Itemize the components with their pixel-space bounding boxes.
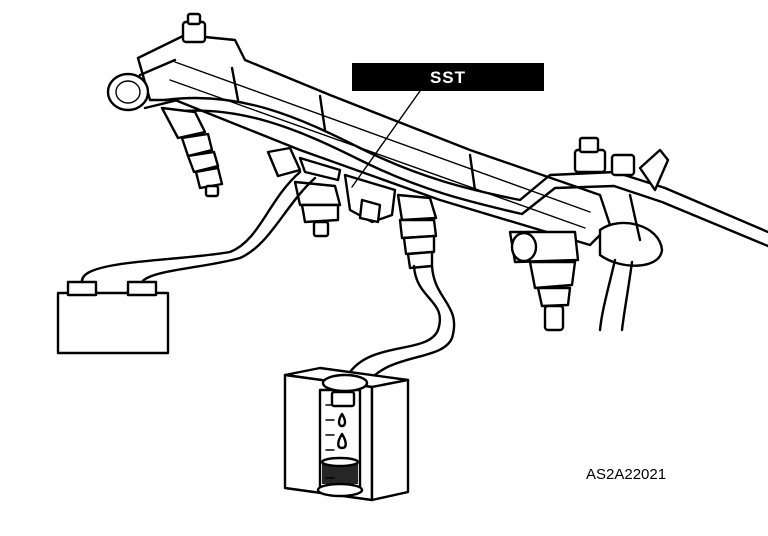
sst-callout: SST [351, 63, 544, 188]
rail-end-cap [106, 58, 180, 112]
sst-label-box [352, 63, 544, 91]
pressure-regulator [573, 136, 670, 267]
sst-label: SST [430, 68, 466, 87]
battery [56, 280, 170, 355]
mounting-bolt [181, 12, 207, 44]
figure-code: AS2A22021 [586, 466, 666, 483]
fuel-hose [346, 264, 456, 387]
hose-clamp [321, 373, 369, 408]
fuel-injector-1 [160, 106, 224, 198]
vacuum-hose [598, 258, 634, 332]
battery-wires [80, 170, 317, 284]
fuel-return-pipe [163, 96, 768, 248]
sst-leader-line [351, 90, 421, 188]
sst-tool [298, 156, 397, 224]
fuel-delivery-pipe [136, 33, 612, 247]
fuel-drops [337, 412, 347, 450]
fuel-injector-3 [396, 193, 438, 270]
fuel-injector-4 [508, 230, 580, 332]
